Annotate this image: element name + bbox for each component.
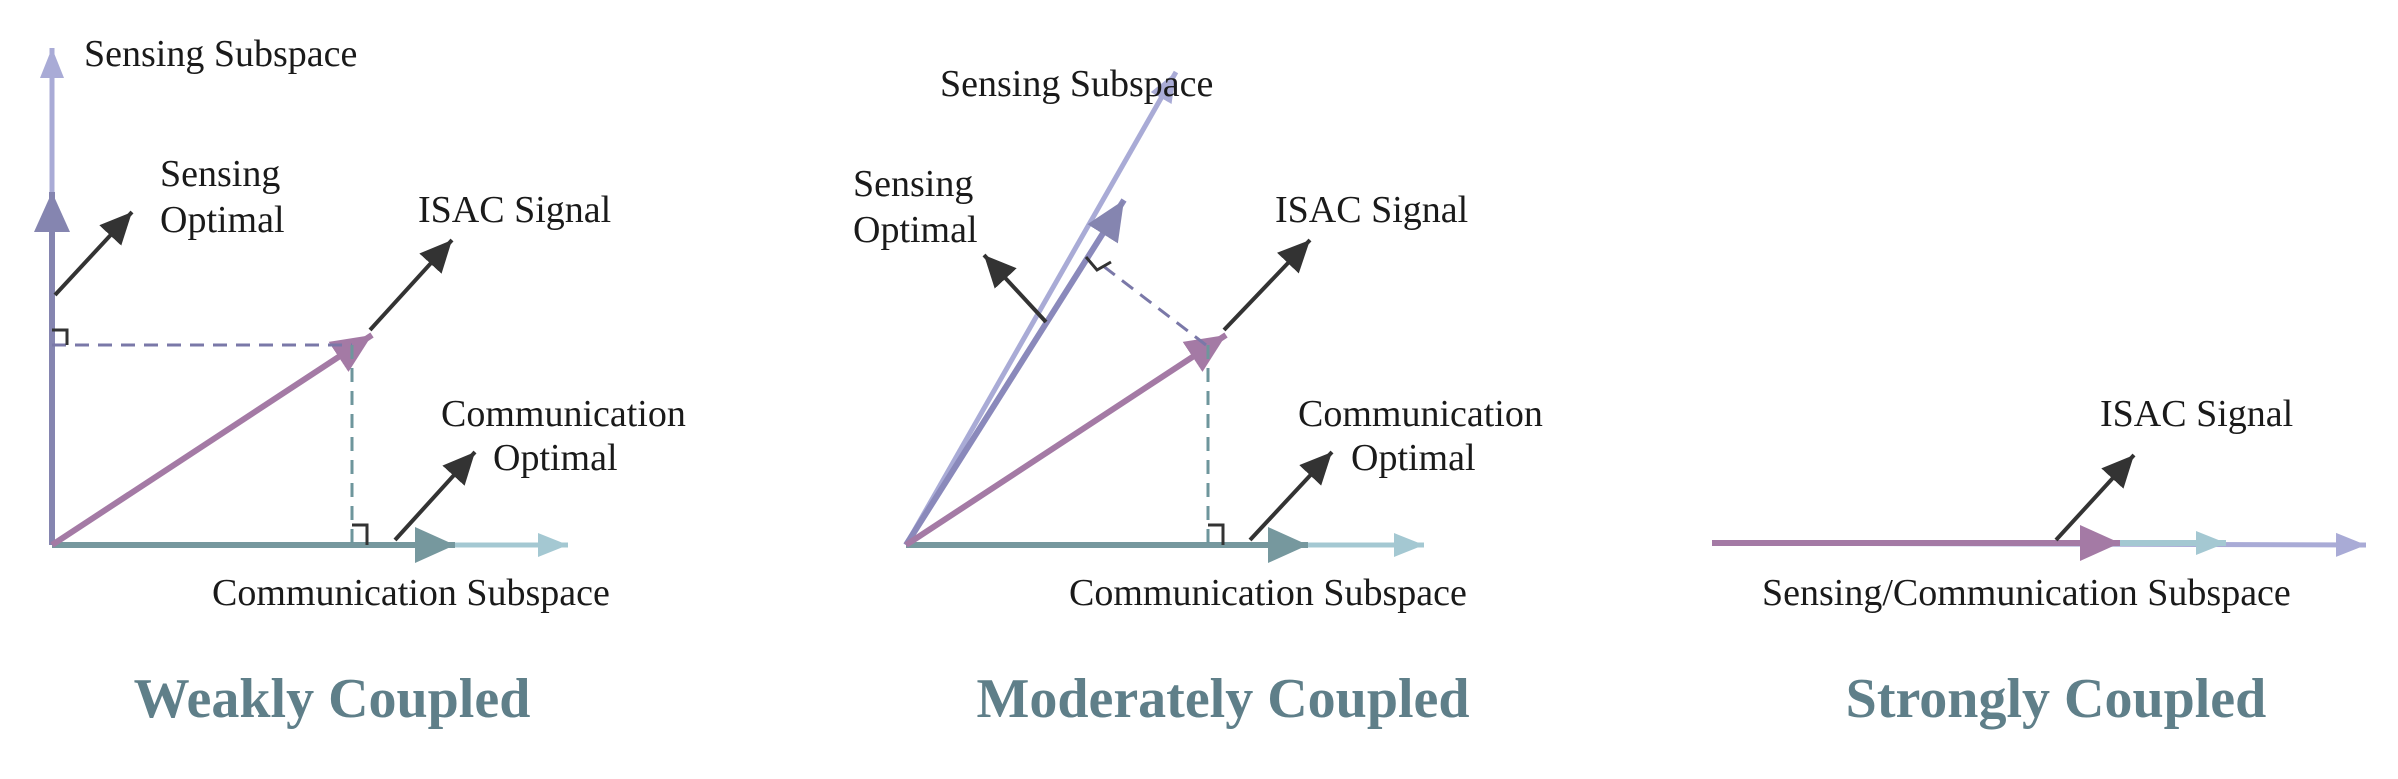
- sensing-subspace-axis: [903, 70, 1179, 547]
- comm-optimal-label-line1: Communication: [441, 393, 686, 435]
- isac-signal-label: ISAC Signal: [1275, 189, 1468, 231]
- panel-title: Moderately Coupled: [976, 668, 1469, 730]
- sensing-subspace-label: Sensing Subspace: [940, 63, 1213, 105]
- comm-optimal-label-line1: Communication: [1298, 393, 1543, 435]
- panel-moderately-coupled: Sensing Subspace Sensing Optimal ISAC Si…: [853, 63, 1543, 730]
- isac-signal-pointer: [1222, 238, 1312, 332]
- isac-signal-pointer: [2054, 453, 2136, 542]
- right-angle-mark: [1208, 523, 1225, 545]
- sensing-optimal-vector: [903, 198, 1127, 547]
- shared-subspace-label: Sensing/Communication Subspace: [1762, 572, 2291, 614]
- comm-optimal-pointer: [393, 450, 477, 542]
- projection-to-sensing: [1097, 260, 1207, 347]
- right-angle-mark: [352, 523, 369, 545]
- sensing-optimal-pointer: [53, 210, 134, 297]
- comm-optimal-label-line2: Optimal: [493, 437, 618, 479]
- panel-strongly-coupled: ISAC Signal Sensing/Communication Subspa…: [1711, 393, 2367, 730]
- sensing-optimal-label-line2: Optimal: [853, 209, 978, 251]
- right-angle-mark: [1084, 256, 1112, 272]
- isac-signal-label: ISAC Signal: [418, 189, 611, 231]
- sensing-optimal-label-line1: Sensing: [160, 153, 280, 195]
- isac-signal-pointer: [368, 238, 454, 332]
- sensing-subspace-label: Sensing Subspace: [84, 33, 357, 75]
- right-angle-mark: [52, 328, 69, 345]
- comm-optimal-pointer: [1248, 450, 1334, 542]
- comm-optimal-label-line2: Optimal: [1351, 437, 1476, 479]
- sensing-optimal-label-line1: Sensing: [853, 163, 973, 205]
- panel-weakly-coupled: Sensing Subspace Sensing Optimal ISAC Si…: [34, 33, 686, 730]
- isac-signal-vector: [904, 332, 1228, 548]
- panel-title: Strongly Coupled: [1846, 668, 2267, 730]
- panel-title: Weakly Coupled: [134, 668, 531, 730]
- comm-subspace-label: Communication Subspace: [212, 572, 610, 614]
- comm-subspace-label: Communication Subspace: [1069, 572, 1467, 614]
- sensing-optimal-pointer: [982, 253, 1048, 324]
- isac-signal-label: ISAC Signal: [2100, 393, 2293, 435]
- isac-signal-vector: [50, 332, 374, 548]
- sensing-optimal-label-line2: Optimal: [160, 199, 285, 241]
